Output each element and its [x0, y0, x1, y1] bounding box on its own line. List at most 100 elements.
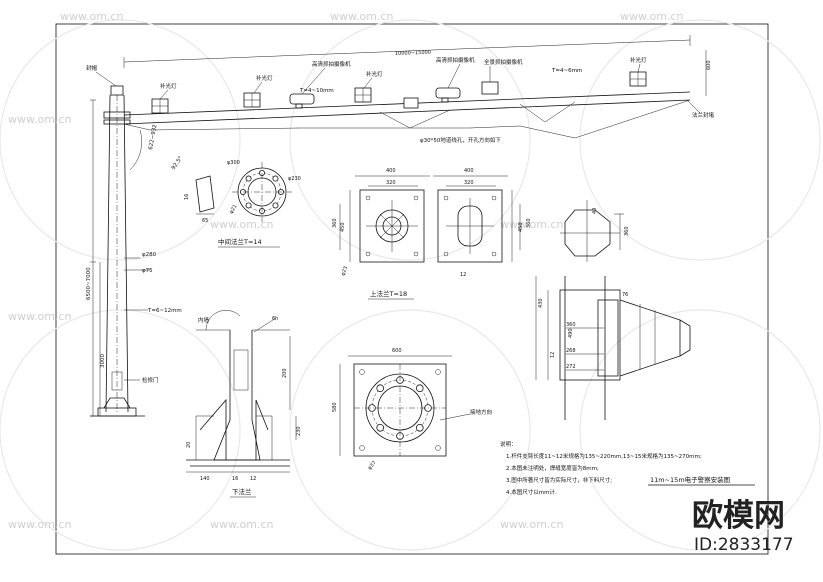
label-pole-thickness: T=6~12mm [147, 308, 182, 314]
svg-text:www.om.cn: www.om.cn [620, 10, 683, 23]
label-light-2: 补光灯 [256, 74, 273, 82]
label-bottom-height: 3000 [100, 354, 106, 368]
caption-bottom-flange: 下法兰 [232, 487, 252, 496]
bolt-hole [272, 202, 279, 209]
bottom-flange-plate: 600 580 φ37 接地方向 [332, 348, 492, 471]
svg-text:600: 600 [392, 348, 402, 354]
cantilever-arm: 10000~15000 600 φ30*50地道线孔，开孔方向如下 法兰封堵 T… [123, 35, 715, 144]
svg-text:430: 430 [538, 298, 544, 308]
title-block: 11m~15m电子警察安装图 欧模网 ID:2833177 [648, 475, 794, 555]
label-right-height: 600 [706, 60, 712, 70]
label-top-dim: 10000~15000 [395, 50, 431, 57]
label-light-1: 补光灯 [160, 82, 177, 90]
label-arm-height: 622~932 [148, 124, 158, 150]
drawing-id: ID:2833177 [694, 535, 794, 555]
note-3: 3.图中所著尺寸皆为实际尺寸，非下料尺寸; [506, 476, 612, 484]
svg-text:272: 272 [566, 364, 576, 370]
label-camera-1: 高清抓拍摄像机 [312, 60, 351, 68]
fill-light-icon [354, 87, 372, 103]
svg-text:12: 12 [550, 352, 556, 358]
brand-logo-text: 欧模网 [692, 498, 785, 534]
label-arm-thickness-2: T=4~6mm [551, 68, 582, 74]
svg-text:www.om.cn: www.om.cn [210, 218, 273, 231]
label-arm-thickness-1: T=4~10mm [299, 88, 334, 94]
svg-text:www.om.cn: www.om.cn [210, 518, 273, 531]
svg-text:268: 268 [566, 348, 576, 354]
svg-text:320: 320 [464, 180, 474, 186]
camera-icon [481, 81, 499, 95]
top-flange-plate-1: 400 320 450 360 φ23 [332, 168, 430, 277]
bolt-hole [376, 384, 385, 393]
svg-text:φ230: φ230 [288, 176, 301, 182]
svg-text:12: 12 [250, 476, 256, 482]
svg-text:140: 140 [200, 476, 210, 482]
arm-devices: 补光灯 补光灯 补光灯 补光灯 高清抓拍摄像机 高清抓拍摄像机 全景抓拍摄像机 [151, 56, 647, 114]
svg-text:www.om.cn: www.om.cn [8, 113, 71, 126]
notes-block: 说明： 1.杆件支臂长度11~12米规格为135~220mm,13~15米规格为… [500, 440, 702, 496]
drawing-title: 11m~15m电子警察安装图 [650, 475, 730, 484]
middle-flange-detail: φ300 φ230 φ21 中间法兰T=14 [218, 160, 301, 248]
camera-icon [403, 97, 419, 109]
top-flange-plate-2: 400 320 450 360 12 [433, 168, 532, 278]
label-pole-cap: 封帽 [86, 64, 98, 72]
svg-text:230: 230 [296, 426, 302, 436]
svg-text:www.om.cn: www.om.cn [500, 218, 563, 231]
label-side-6h: 6h [272, 316, 278, 322]
svg-text:www.om.cn: www.om.cn [8, 518, 71, 531]
label-light-4: 补光灯 [630, 56, 647, 64]
svg-text:φ23: φ23 [340, 266, 349, 277]
label-camera-3: 全景抓拍摄像机 [484, 58, 523, 66]
label-ground-direction: 接地方向 [470, 408, 492, 416]
svg-text:www.om.cn: www.om.cn [330, 10, 393, 23]
fill-light-icon [151, 98, 169, 114]
label-camera-2: 高清抓拍摄像机 [436, 56, 475, 64]
bolt-hole [245, 175, 252, 182]
caption-top-flange: 上法兰T=18 [370, 289, 407, 298]
note-4: 4.本图尺寸以mm计. [506, 488, 557, 496]
notes-heading: 说明： [500, 440, 517, 448]
bolt-hole [376, 423, 385, 432]
label-pole-height: 6500~7000 [86, 267, 92, 300]
svg-text:450: 450 [340, 222, 346, 232]
svg-text:320: 320 [386, 180, 396, 186]
svg-text:360: 360 [332, 218, 338, 228]
rib-detail: 65 16 [184, 175, 215, 224]
svg-text:φ21: φ21 [229, 204, 239, 215]
arm-joint-section: 40 360 76 360 268 272 430 12 490 [535, 200, 691, 420]
svg-text:www.om.cn: www.om.cn [500, 518, 563, 531]
label-pole-dia: φ280 [142, 252, 157, 258]
bolt-hole [415, 423, 424, 432]
note-2: 2.本图未注明处，焊缝宽度皆为8mm; [506, 464, 599, 472]
label-door: 检修门 [142, 376, 159, 384]
svg-text:360: 360 [624, 226, 630, 236]
svg-text:www.om.cn: www.om.cn [60, 10, 123, 23]
svg-text:400: 400 [386, 168, 396, 174]
fill-light-icon [243, 92, 261, 108]
label-arm-end: 法兰封堵 [692, 111, 715, 119]
svg-text:φ300: φ300 [227, 160, 240, 166]
pole-elevation: 封帽 92.5° 622~932 φ280 φ75 T=6~12mm 检修门 6… [86, 64, 184, 417]
watermark-arcs [0, 19, 821, 551]
fill-light-icon [629, 71, 647, 87]
svg-text:200: 200 [282, 368, 288, 378]
svg-text:16: 16 [232, 476, 238, 482]
note-1: 1.杆件支臂长度11~12米规格为135~220mm,13~15米规格为135~… [506, 452, 702, 460]
label-flange-note: φ30*50地道线孔，开孔方向如下 [420, 136, 501, 144]
svg-text:490: 490 [568, 328, 574, 338]
bolt-hole [245, 202, 252, 209]
caption-middle-flange: 中间法兰T=14 [218, 237, 262, 246]
drawing-frame [55, 23, 769, 555]
svg-text:www.om.cn: www.om.cn [8, 310, 71, 323]
svg-text:40: 40 [592, 208, 598, 214]
label-phi75: φ75 [142, 268, 153, 274]
bolt-hole [415, 384, 424, 393]
svg-text:450: 450 [518, 222, 524, 232]
svg-text:360: 360 [526, 218, 532, 228]
svg-text:φ37: φ37 [367, 460, 378, 471]
svg-text:76: 76 [622, 292, 628, 298]
bolt-hole [272, 175, 279, 182]
svg-text:65: 65 [202, 218, 208, 224]
svg-text:12: 12 [460, 272, 466, 278]
pole-base-elevation: 6h 200 230 20 140 16 12 内墙 下法兰 [186, 310, 302, 498]
